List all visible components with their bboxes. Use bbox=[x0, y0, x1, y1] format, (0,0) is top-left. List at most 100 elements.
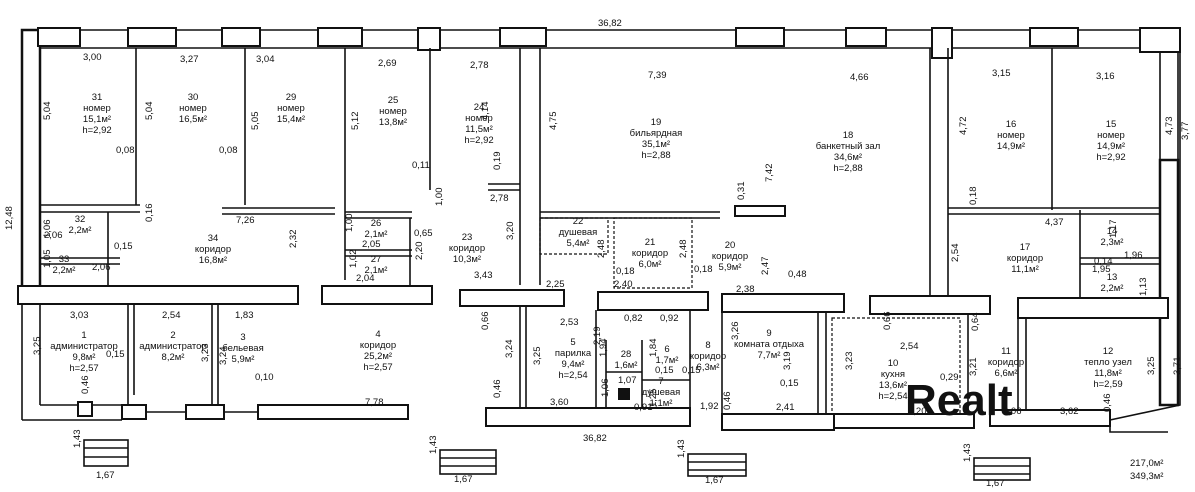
dimension-label: 2,05 bbox=[362, 239, 381, 250]
dimension-label: 2,06 bbox=[44, 230, 63, 241]
dimension-label: 1,02 bbox=[348, 250, 359, 269]
room-label-line: 6,0м² bbox=[639, 259, 662, 270]
room-label-line: h=2,88 bbox=[833, 163, 862, 174]
room-label-line: 13 bbox=[1107, 272, 1118, 283]
room-label-line: 14,9м² bbox=[1097, 141, 1125, 152]
dimension-label: 3,00 bbox=[83, 52, 102, 63]
room-label-line: 24 bbox=[474, 102, 485, 113]
room-label-line: 11,5м² bbox=[465, 124, 492, 135]
dimension-label: 3,23 bbox=[844, 352, 855, 371]
dimension-label: 3,23 bbox=[200, 344, 211, 363]
room-label-line: 2,1м² bbox=[365, 229, 388, 240]
dimension-label: 5,12 bbox=[350, 112, 361, 131]
room-label-line: 25,2м² bbox=[364, 351, 392, 362]
dimension-label: 1,06 bbox=[600, 379, 611, 398]
room-label-line: 28 bbox=[621, 349, 632, 360]
room-label-line: 34 bbox=[208, 233, 219, 244]
dimension-label: 2,04 bbox=[356, 273, 375, 284]
dimension-label: 3,26 bbox=[730, 322, 741, 341]
room-label-line: 1 bbox=[81, 330, 86, 341]
room-label-line: 29 bbox=[286, 92, 297, 103]
room-label-line: парилка bbox=[555, 348, 592, 359]
total-area-1: 217,0м² bbox=[1130, 458, 1163, 469]
dimension-label: 0,16 bbox=[144, 204, 155, 223]
dimension-label: 1,67 bbox=[96, 470, 115, 481]
dimension-label: 3,43 bbox=[474, 270, 493, 281]
dimension-label: 3,15 bbox=[992, 68, 1011, 79]
room-label-line: 15,1м² bbox=[83, 114, 111, 125]
room-label-line: 17 bbox=[1020, 242, 1031, 253]
room-label-line: 5,9м² bbox=[719, 262, 742, 273]
room-label: 332,2м² bbox=[53, 254, 76, 276]
dimension-label: 1,96 bbox=[1124, 250, 1143, 261]
dimension-label: 0,15 bbox=[682, 365, 701, 376]
room-labels: 31номер15,1м²h=2,9230номер16,5м²29номер1… bbox=[50, 92, 1132, 409]
dimension-label: 0,15 bbox=[106, 349, 125, 360]
room-label-line: номер bbox=[179, 103, 207, 114]
room-label-line: коридор bbox=[988, 357, 1024, 368]
room-label-line: 9 bbox=[766, 328, 771, 339]
dimension-label: 1,00 bbox=[344, 214, 355, 233]
room-label-line: 34,6м² bbox=[834, 152, 862, 163]
dimension-label: 0,46 bbox=[1102, 394, 1113, 413]
room-label-line: 21 bbox=[645, 237, 656, 248]
room-label-line: 18 bbox=[843, 130, 854, 141]
room-label-line: 7,7м² bbox=[758, 350, 781, 361]
room-label-line: 19 bbox=[651, 117, 662, 128]
dimension-label: 0,64 bbox=[970, 313, 981, 332]
dimension-label: 1,67 bbox=[986, 478, 1005, 489]
dimension-label: 0,31 bbox=[736, 182, 747, 201]
dimension-label: 2,19 bbox=[592, 327, 603, 346]
dimension-label: 1,94 bbox=[598, 339, 609, 358]
room-label-line: 11 bbox=[1001, 346, 1011, 357]
dimension-label: 2,40 bbox=[614, 279, 633, 290]
room-label-line: тепло узел bbox=[1084, 357, 1132, 368]
room-label-line: 7 bbox=[658, 376, 663, 387]
room-label-line: 2 bbox=[170, 330, 175, 341]
room-label-line: 6,6м² bbox=[995, 368, 1018, 379]
dimension-label: 2,25 bbox=[546, 279, 565, 290]
room-label-line: коридор bbox=[712, 251, 748, 262]
dimension-label: 3,62 bbox=[1060, 406, 1079, 417]
dimension-label: 2,20 bbox=[414, 242, 425, 261]
dimension-label: 3,71 bbox=[1172, 357, 1183, 376]
dimension-label: 0,08 bbox=[219, 145, 238, 156]
room-label-line: 2,2м² bbox=[53, 265, 76, 276]
room-label-line: 15,4м² bbox=[277, 114, 305, 125]
room-label-line: 25 bbox=[388, 95, 399, 106]
dimension-label: 0,29 bbox=[940, 372, 959, 383]
dimension-label: 7,78 bbox=[365, 397, 384, 408]
room-label-line: номер bbox=[997, 130, 1025, 141]
room-label-line: h=2,57 bbox=[363, 362, 392, 373]
room-label-line: h=2,59 bbox=[1093, 379, 1122, 390]
dimension-label: 0,15 bbox=[114, 241, 133, 252]
room-label-line: коридор bbox=[1007, 253, 1043, 264]
room-label-line: 26 bbox=[371, 218, 382, 229]
dimension-label: 5,04 bbox=[144, 102, 155, 121]
dimension-label: 1,67 bbox=[454, 474, 473, 485]
room-label-line: 10,3м² bbox=[453, 254, 481, 265]
dimension-label: 3,27 bbox=[180, 54, 199, 65]
room-label-line: 2,2м² bbox=[69, 225, 92, 236]
dimension-label: 3,60 bbox=[550, 397, 569, 408]
room-label: 281,6м² bbox=[615, 349, 638, 371]
dimension-label: 2,38 bbox=[736, 284, 755, 295]
dimension-label: 2,32 bbox=[288, 230, 299, 249]
dimension-label: 1,67 bbox=[705, 475, 724, 486]
dimension-label: 0,91 bbox=[634, 402, 653, 413]
room-label-line: номер bbox=[1097, 130, 1125, 141]
dimension-label: 0,65 bbox=[414, 228, 433, 239]
room-label-line: h=2,54 bbox=[558, 370, 587, 381]
dimension-label: 3,04 bbox=[256, 54, 275, 65]
